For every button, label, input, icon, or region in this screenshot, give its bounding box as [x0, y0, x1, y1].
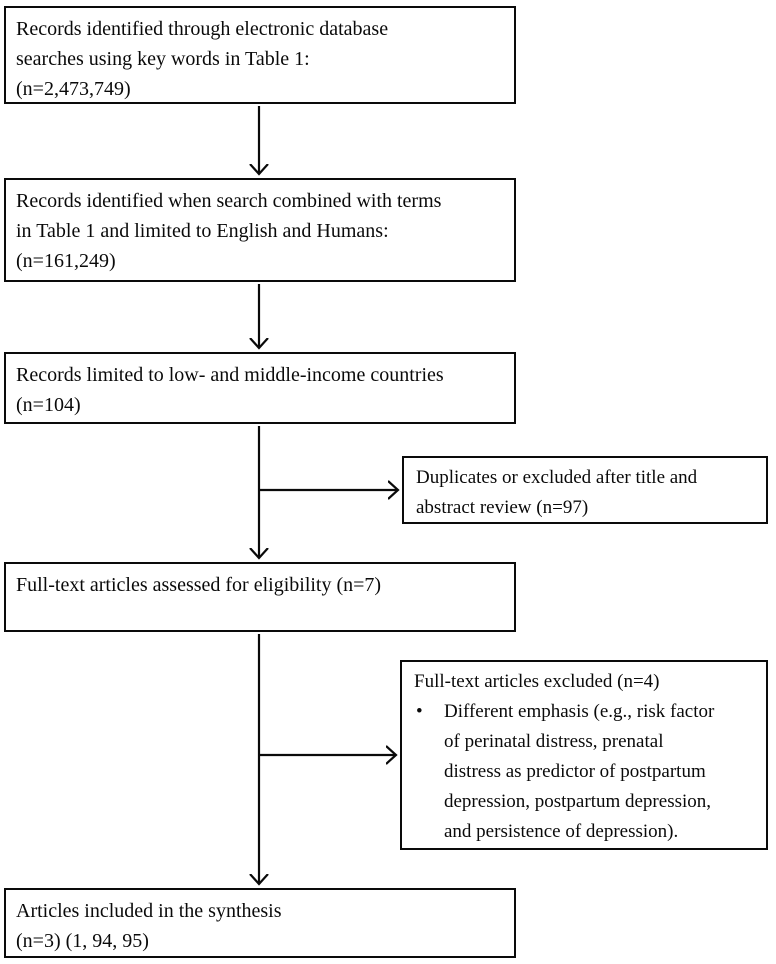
- box-records-combined-limited-text: Records identified when search combined …: [16, 190, 442, 272]
- box-duplicates-excluded: Duplicates or excluded after title and a…: [402, 456, 768, 524]
- box-records-lmic-text: Records limited to low- and middle-incom…: [16, 364, 444, 416]
- box-records-lmic: Records limited to low- and middle-incom…: [4, 352, 516, 424]
- box-articles-included-text: Articles included in the synthesis (n=3)…: [16, 900, 282, 952]
- box-fulltext-excluded-title: Full-text articles excluded (n=4): [414, 671, 660, 692]
- box-records-identified-text: Records identified through electronic da…: [16, 18, 389, 100]
- box-articles-included: Articles included in the synthesis (n=3)…: [4, 888, 516, 958]
- fulltext-excluded-reason: Different emphasis (e.g., risk factor of…: [444, 701, 715, 842]
- box-duplicates-excluded-text: Duplicates or excluded after title and a…: [416, 467, 698, 518]
- box-fulltext-assessed: Full-text articles assessed for eligibil…: [4, 562, 516, 632]
- fulltext-excluded-bullet-row: • Different emphasis (e.g., risk factor …: [402, 697, 766, 847]
- box-records-identified: Records identified through electronic da…: [4, 6, 516, 104]
- box-fulltext-excluded: Full-text articles excluded (n=4) • Diff…: [400, 660, 768, 850]
- bullet-icon: •: [416, 701, 423, 722]
- box-records-combined-limited: Records identified when search combined …: [4, 178, 516, 282]
- box-fulltext-assessed-text: Full-text articles assessed for eligibil…: [16, 574, 382, 596]
